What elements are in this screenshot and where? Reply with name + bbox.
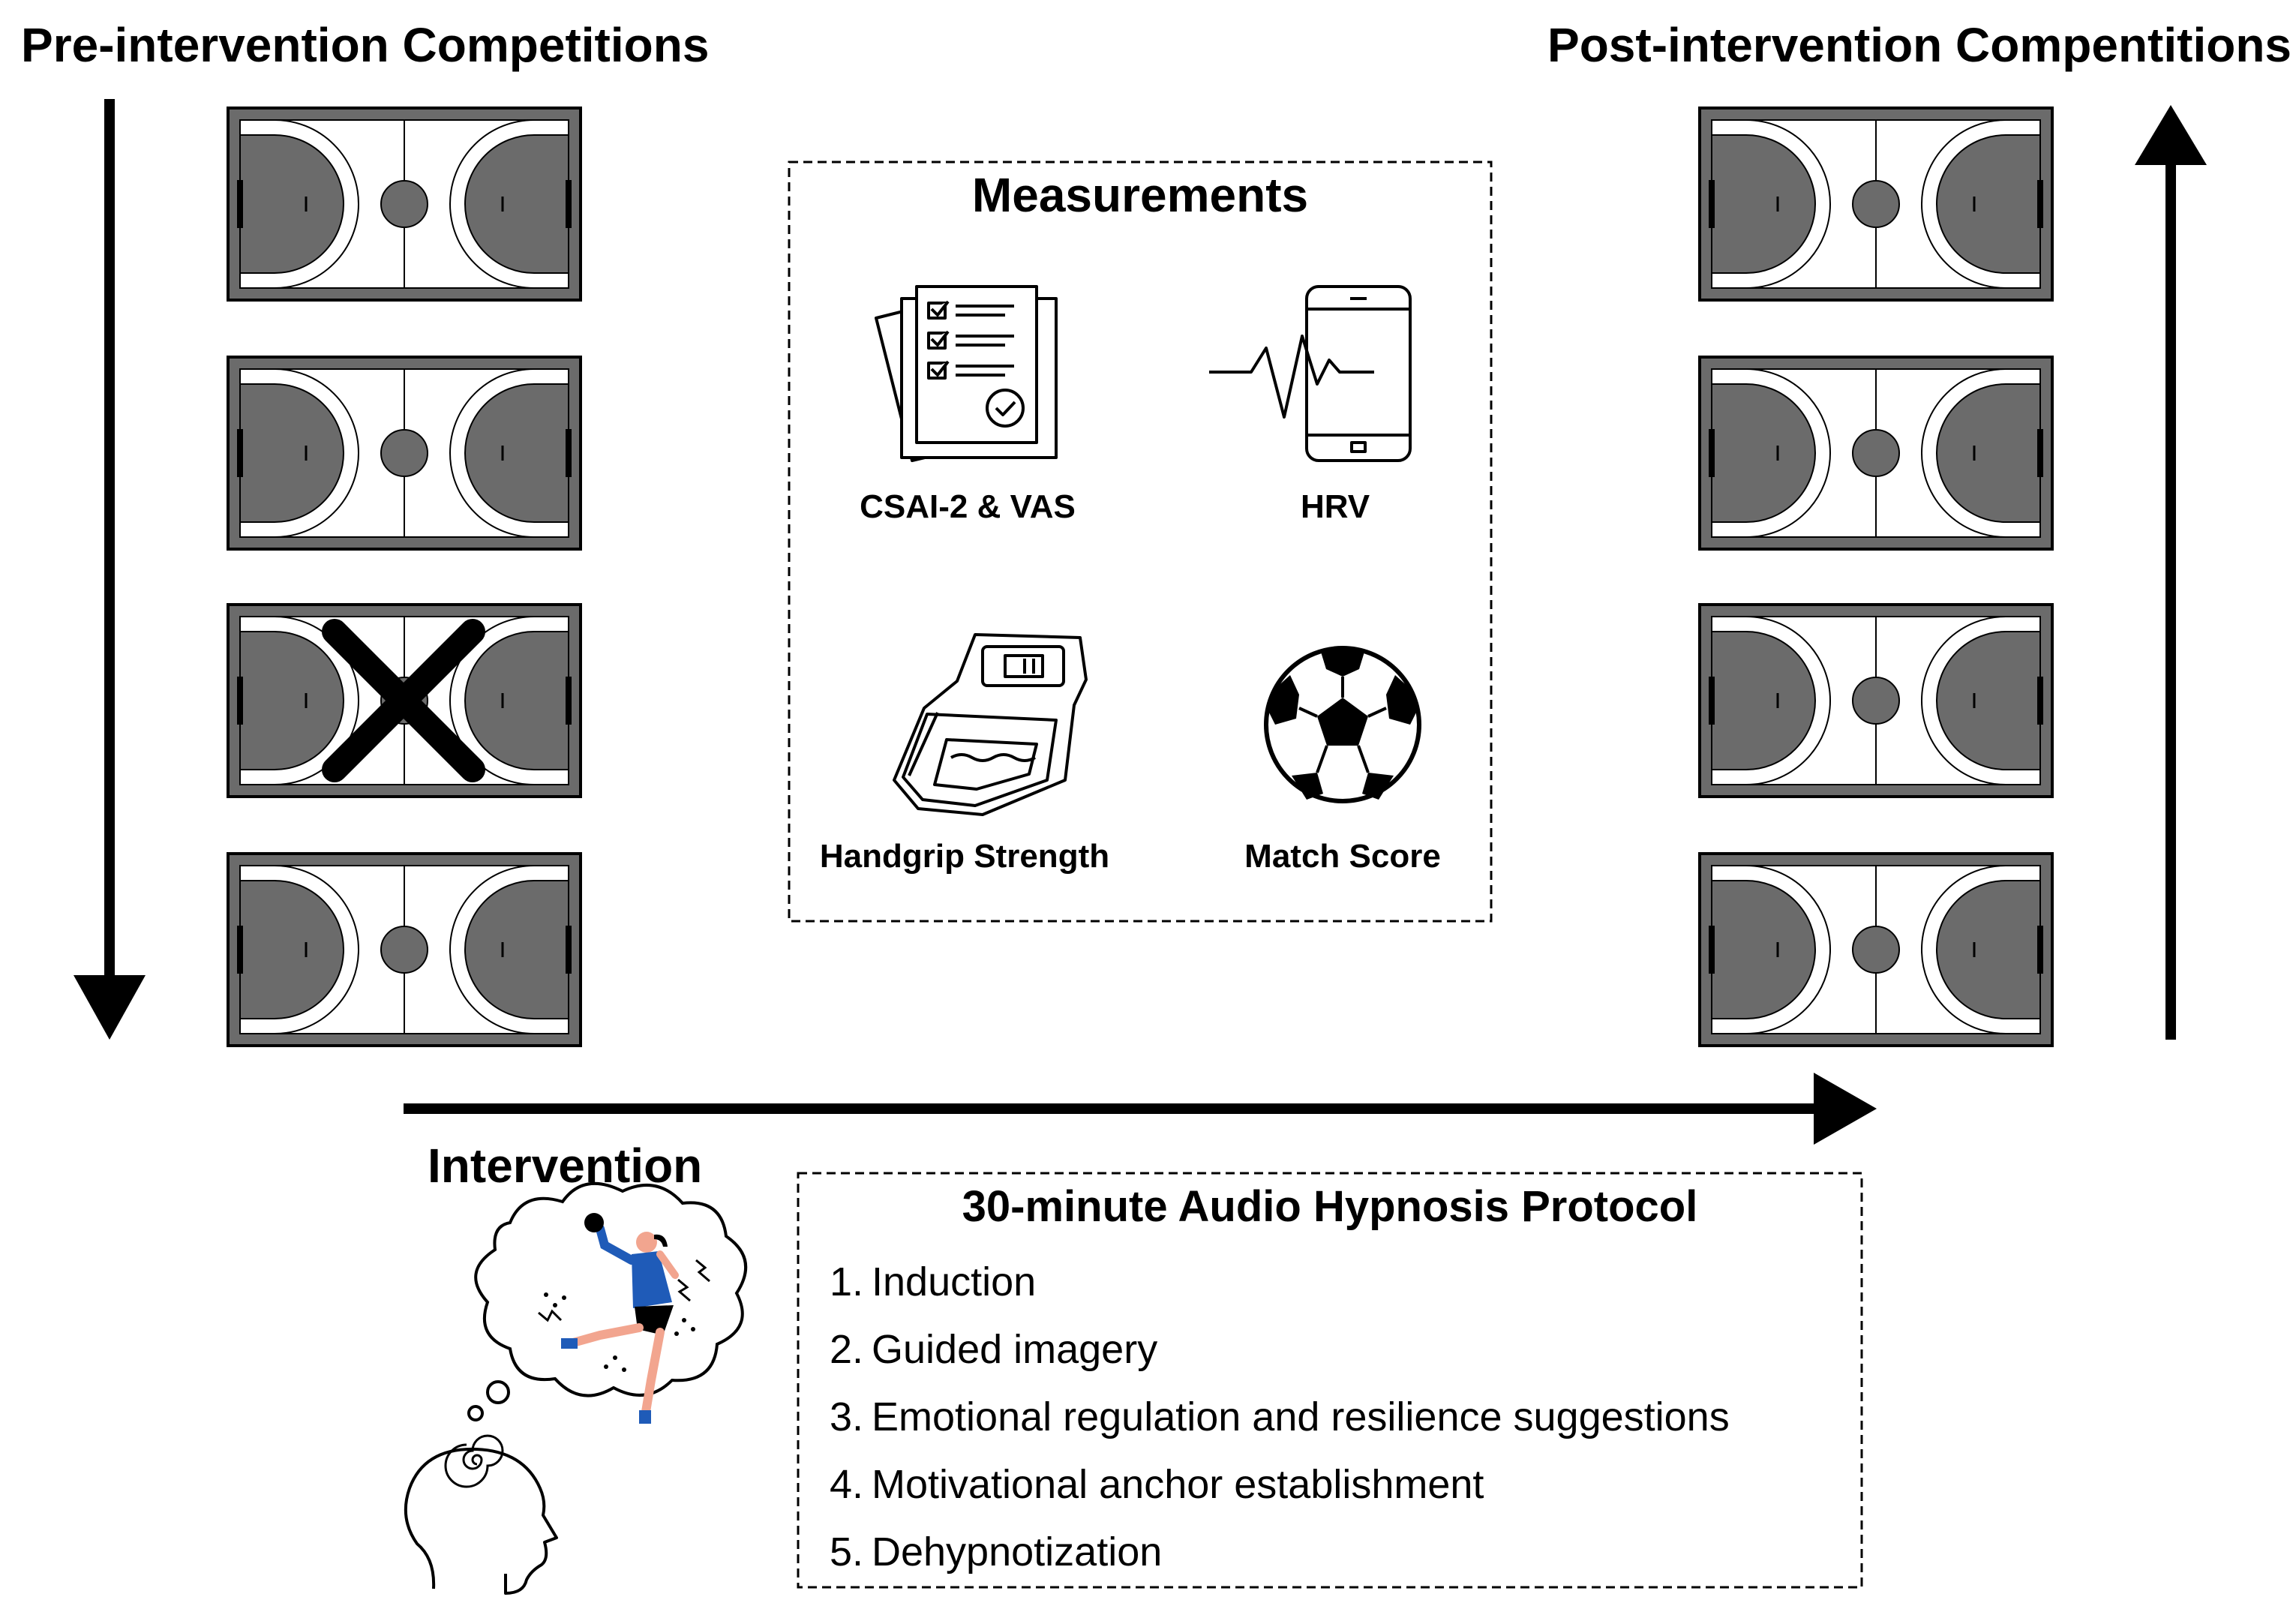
protocol-step-2: 2.Guided imagery <box>830 1327 1158 1372</box>
post-court-4 <box>1698 852 2054 1047</box>
measurement-label-handgrip: Handgrip Strength <box>819 838 1110 875</box>
measurement-label-match-score: Match Score <box>1244 838 1441 875</box>
cancelled-cross-icon <box>322 619 485 782</box>
dynamometer-icon <box>893 633 1088 816</box>
measurement-label-csai-vas: CSAI-2 & VAS <box>860 488 1076 525</box>
measurement-label-hrv: HRV <box>1300 488 1370 525</box>
pre-court-4 <box>227 852 582 1047</box>
hypnosis-head-thought-icon <box>404 1181 748 1595</box>
heart-rate-phone-icon <box>1209 285 1412 462</box>
ball-icon <box>1264 646 1421 803</box>
protocol-step-3: 3.Emotional regulation and resilience su… <box>830 1394 1730 1439</box>
post-intervention-title: Post-intervention Compentitions <box>1547 18 2291 72</box>
pre-court-3 <box>227 603 582 798</box>
protocol-title: 30-minute Audio Hypnosis Protocol <box>962 1182 1698 1231</box>
pre-intervention-title: Pre-intervention Competitions <box>21 18 710 72</box>
post-court-3 <box>1698 603 2054 798</box>
protocol-step-4: 4.Motivational anchor establishment <box>830 1462 1484 1507</box>
protocol-box <box>797 1172 1863 1589</box>
measurements-box <box>788 161 1493 923</box>
post-timeline-arrow <box>2135 105 2207 1040</box>
post-court-1 <box>1698 107 2054 302</box>
pre-court-1 <box>227 107 582 302</box>
intervention-label: Intervention <box>428 1139 703 1193</box>
post-court-2 <box>1698 356 2054 551</box>
protocol-step-1: 1.Induction <box>830 1259 1037 1304</box>
questionnaire-icon <box>875 285 1058 462</box>
pre-court-2 <box>227 356 582 551</box>
measurements-title: Measurements <box>971 168 1309 222</box>
protocol-step-5: 5.Dehypnotization <box>830 1529 1163 1574</box>
intervention-timeline-arrow <box>404 1073 1877 1145</box>
pre-timeline-arrow <box>74 99 146 1040</box>
